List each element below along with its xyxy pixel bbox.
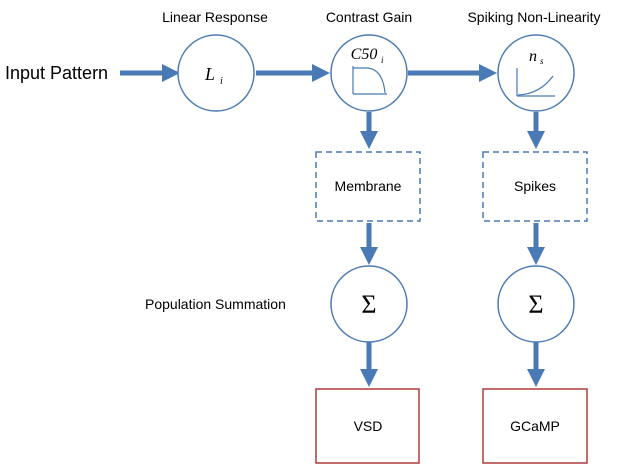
- membrane-sum-node: Σ: [330, 265, 408, 343]
- arrow-linear-to-contrast: [256, 64, 330, 82]
- spiking-nonlinearity-label: Spiking Non-Linearity: [467, 9, 600, 25]
- sum-symbol-membrane: Σ: [361, 290, 376, 319]
- spikes-box: Spikes: [482, 151, 588, 222]
- contrast-symbol: C50: [351, 46, 378, 63]
- spiking-symbol: n: [529, 48, 537, 65]
- membrane-box: Membrane: [315, 151, 421, 222]
- contrast-gain-label: Contrast Gain: [326, 9, 412, 25]
- power-law-curve-icon: [516, 68, 555, 97]
- linear-response-node: L i: [177, 34, 255, 112]
- saturating-decay-curve-icon: [352, 66, 387, 95]
- spiking-subscript: s: [540, 56, 544, 66]
- sum-symbol-spikes: Σ: [528, 290, 543, 319]
- input-pattern-label: Input Pattern: [5, 63, 108, 83]
- vsd-label: VSD: [354, 418, 383, 434]
- arrow-contrast-to-spiking: [408, 64, 497, 82]
- gcamp-box: GCaMP: [482, 388, 588, 464]
- spiking-nonlinearity-node: n s: [497, 34, 575, 112]
- spikes-label: Spikes: [514, 178, 556, 194]
- arrow-spiking-to-spikes: [527, 112, 545, 149]
- contrast-gain-node: C50 i: [330, 34, 408, 112]
- arrow-sum-to-vsd: [360, 341, 378, 387]
- contrast-subscript: i: [381, 55, 384, 65]
- linear-subscript: i: [220, 76, 223, 87]
- arrow-sum-to-gcamp: [527, 341, 545, 387]
- gcamp-label: GCaMP: [510, 418, 560, 434]
- linear-response-label: Linear Response: [162, 9, 268, 25]
- arrow-input-to-linear: [120, 64, 180, 82]
- arrow-membrane-to-sum: [360, 223, 378, 265]
- linear-symbol: L: [204, 64, 215, 84]
- population-summation-label: Population Summation: [145, 296, 286, 312]
- membrane-label: Membrane: [335, 178, 402, 194]
- spikes-sum-node: Σ: [497, 265, 575, 343]
- vsd-box: VSD: [315, 388, 420, 464]
- arrow-spikes-to-sum: [527, 223, 545, 265]
- arrow-contrast-to-membrane: [360, 112, 378, 149]
